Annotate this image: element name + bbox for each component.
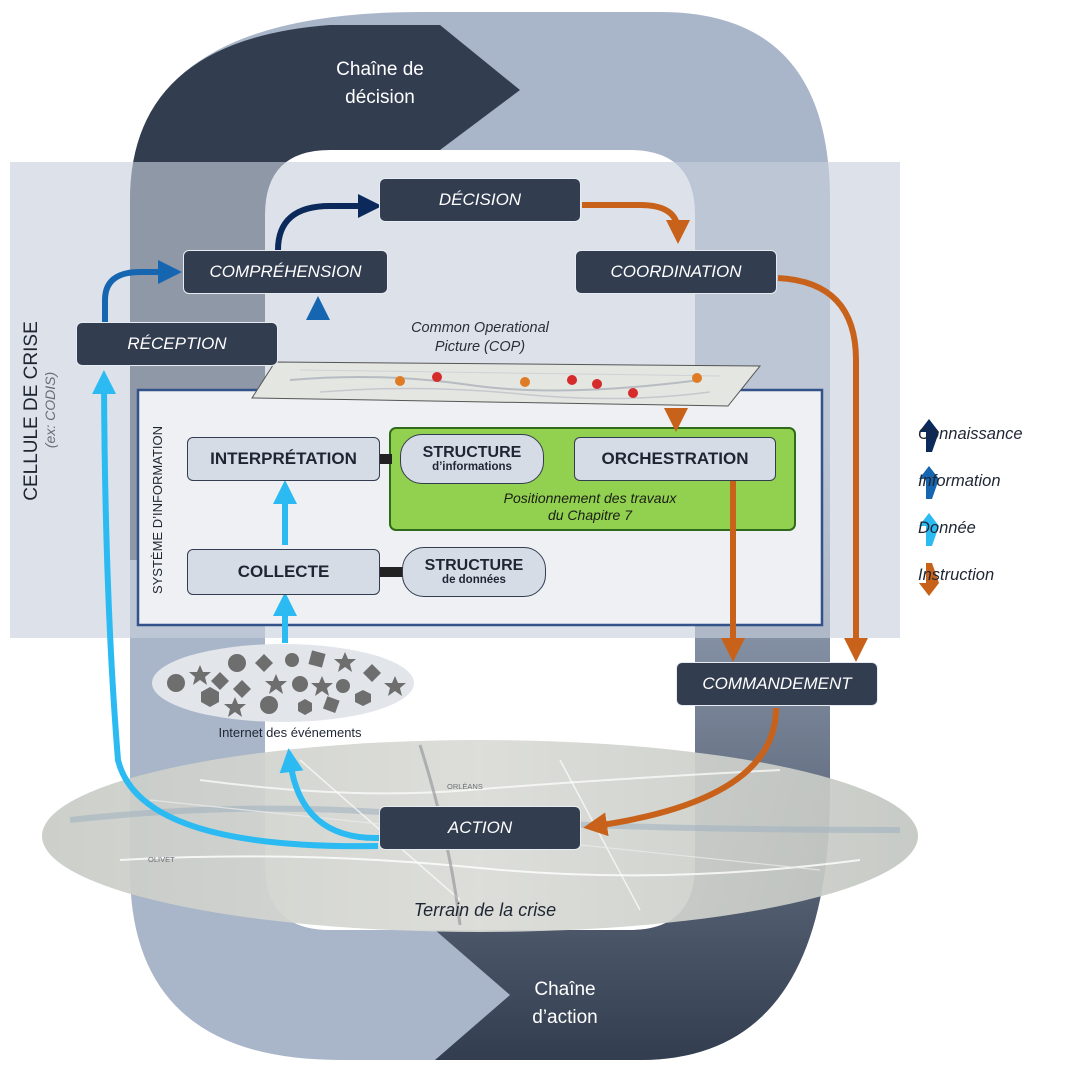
reception-node: RÉCEPTION [76,322,278,366]
legend-arrow-information [919,466,939,499]
connector [378,567,404,577]
structure-info-pill: STRUCTURE d’informations [400,434,544,484]
arrow-knowledge [275,194,382,251]
cop-marker [432,372,442,382]
arrow-info-reception [102,260,182,322]
legend-instruction: Instruction [918,566,995,584]
action-chain-line2: d’action [532,1007,598,1028]
arrow-data-action-reception [92,370,379,850]
action-chain-line1: Chaîne [534,979,596,1001]
legend-arrows [919,419,939,596]
cop-marker [395,376,405,386]
structure-data-title: STRUCTURE [424,556,524,574]
terrain-label: Terrain de la crise [413,899,557,920]
orchestration-box: ORCHESTRATION [574,437,776,481]
structure-data-pill: STRUCTURE de données [402,547,546,597]
cop-map [251,361,762,407]
arrow-data-action-internet [279,748,381,842]
cop-marker [567,375,577,385]
interpretation-box: INTERPRÉTATION [187,437,380,481]
action-chain-label: Chaîne d’action [490,972,640,1036]
connector [378,454,392,464]
map-label-city: ORLÉANS [447,782,483,791]
decision-node: DÉCISION [379,178,581,222]
system-title: SYSTÈME D’INFORMATION [149,425,165,595]
chapter7-line1: Positionnement des travaux [503,489,677,506]
decision-chain-line2: décision [345,87,415,108]
arrow-instr-decision [582,202,690,244]
coordination-node: COORDINATION [575,250,777,294]
cop-marker [628,388,638,398]
legend-arrow-knowledge [919,419,939,452]
structure-info-subtitle: d’informations [432,461,512,474]
commandement-node: COMMANDEMENT [676,662,878,706]
arrow-instr-commandement [777,275,868,662]
cop-marker [692,373,702,383]
cop-line2: Picture (COP) [434,339,526,355]
collecte-box: COLLECTE [187,549,380,595]
legend-information: Information [918,472,1001,490]
cop-marker [592,379,602,389]
chapter7-label: Positionnement des travaux du Chapitre 7 [440,488,740,526]
action-node: ACTION [379,806,581,850]
chapter7-line2: du Chapitre 7 [547,507,633,523]
crisis-cell-example: (ex: CODIS) [42,371,58,449]
legend-knowledge: Connaissance [918,425,1023,443]
structure-info-title: STRUCTURE [422,443,522,461]
decision-chain-label: Chaîne de décision [300,52,460,116]
cop-line1: Common Operational [411,320,549,337]
event-shapes [167,650,406,717]
arrow-instr-action [583,707,779,837]
internet-events-label: Internet des événements [218,724,362,740]
legend-data: Donnée [918,519,976,537]
map-label-olivet: OLIVET [148,855,175,864]
structure-data-subtitle: de données [442,574,506,587]
cop-label: Common Operational Picture (COP) [370,316,590,360]
cop-marker [520,377,530,387]
legend-arrow-data [919,513,939,546]
comprehension-node: COMPRÉHENSION [183,250,388,294]
legend-arrow-instruction [919,563,939,596]
decision-chain-line1: Chaîne de [336,59,424,81]
